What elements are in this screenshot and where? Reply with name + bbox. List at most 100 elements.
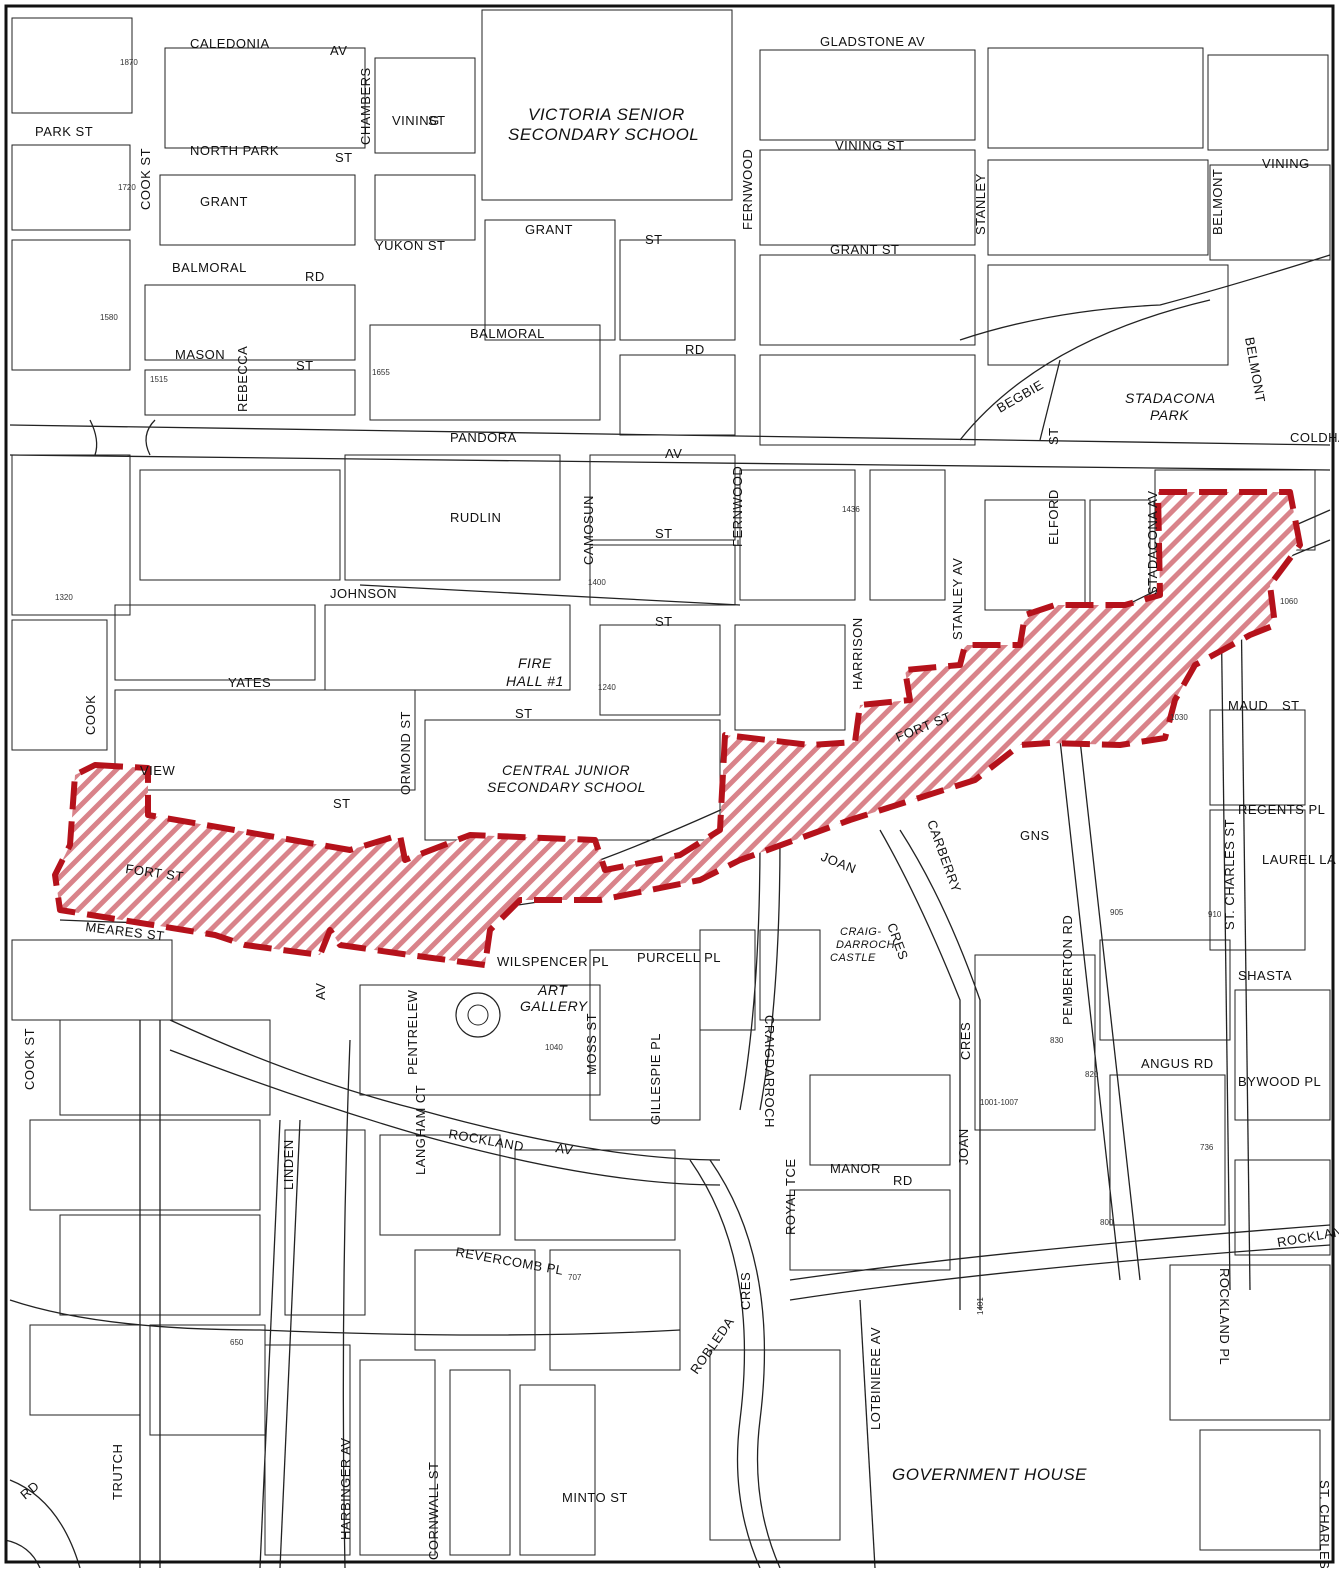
- landmark-label-central-junior-secondary: CENTRAL JUNIOR: [502, 762, 630, 778]
- street-label-cook-st-south: COOK ST: [22, 1028, 37, 1090]
- street-label-craigdarroch-rd: CRAIGDARROCH: [762, 1015, 777, 1128]
- street-label-elford-st: ELFORD: [1046, 489, 1061, 545]
- street-label-ormond-st: ORMOND ST: [398, 711, 413, 795]
- landmark-label-victoria-senior-secondary: VICTORIA SENIOR: [528, 105, 685, 124]
- street-label-begbie-st: ST: [1046, 427, 1061, 445]
- landmark-label-craigdarroch-castle: DARROCH: [836, 939, 895, 951]
- street-label-yukon-st: YUKON ST: [375, 238, 445, 253]
- street-label-trutch-st: TRUTCH: [110, 1444, 125, 1500]
- street-label-cook-st-mid: COOK: [83, 695, 98, 735]
- street-label-balmoral-rd-west: BALMORAL: [172, 260, 247, 275]
- street-label-langham-ct: LANGHAM CT: [413, 1085, 428, 1175]
- lot-number: 1436: [842, 505, 860, 514]
- lot-number: 736: [1200, 1143, 1214, 1152]
- street-label-stanley-av-north: STANLEY: [973, 173, 988, 235]
- street-label-grant-st-west: GRANT: [200, 194, 248, 209]
- street-label-grant-st-mid: GRANT: [525, 222, 573, 237]
- street-label-harrison-st: HARRISON: [850, 617, 865, 690]
- street-label-grant-st-mid: ST: [645, 232, 663, 247]
- street-label-johnson-st: JOHNSON: [330, 586, 397, 601]
- street-label-fernwood-rd-north: FERNWOOD: [740, 149, 755, 230]
- lot-number: 650: [230, 1338, 244, 1347]
- street-label-vining-st-west: VINING: [392, 113, 440, 128]
- street-label-carberry-gns: GNS: [1020, 828, 1050, 843]
- street-label-park-st: PARK ST: [35, 124, 93, 139]
- street-label-vining-st-mid: VINING ST: [835, 138, 905, 153]
- lot-number: 1040: [545, 1043, 563, 1052]
- street-label-balmoral-rd-mid: BALMORAL: [470, 326, 545, 341]
- lot-number: 1401: [976, 1297, 985, 1315]
- street-label-north-park-st: NORTH PARK: [190, 143, 279, 158]
- lot-number: 1240: [598, 683, 616, 692]
- street-label-vining-st-west: ST: [428, 113, 446, 128]
- street-label-maud-st: MAUD: [1228, 698, 1268, 713]
- street-label-laurel-la: LAUREL LA: [1262, 852, 1336, 867]
- street-label-manor-rd: MANOR: [830, 1161, 881, 1176]
- street-label-manor-rd: RD: [893, 1173, 913, 1188]
- street-label-cornwall-st: CORNWALL ST: [426, 1462, 441, 1560]
- landmark-label-fire-hall-1: FIRE: [518, 655, 552, 671]
- art-gallery-circle: [455, 992, 501, 1038]
- street-label-rockland-pl: ROCKLAND PL: [1217, 1268, 1232, 1365]
- street-label-cook-st-north: COOK ST: [138, 148, 153, 210]
- street-label-coldharbour: COLDHA: [1290, 430, 1339, 445]
- street-label-grant-st-east: GRANT ST: [830, 242, 900, 257]
- street-label-gillespie-pl: GILLESPIE PL: [648, 1033, 663, 1125]
- study-area-boundary: [52, 489, 1303, 968]
- street-label-balmoral-rd-west: RD: [305, 269, 325, 284]
- street-label-vining-east: VINING: [1262, 156, 1310, 171]
- street-label-pandora-av: AV: [665, 446, 682, 461]
- lot-number: 1655: [372, 368, 390, 377]
- street-label-linden-av: AV: [313, 983, 328, 1000]
- street-label-robleda-cres: CRES: [738, 1272, 753, 1310]
- street-label-stanley-av-mid: STANLEY AV: [950, 558, 965, 640]
- street-label-caledonia-av: CALEDONIA: [190, 36, 270, 51]
- street-label-linden-av: LINDEN: [281, 1139, 296, 1190]
- lot-number: 830: [1050, 1036, 1064, 1045]
- street-label-stadacona-av: STADACONA AV: [1145, 491, 1160, 596]
- lot-number: 905: [1110, 908, 1124, 917]
- street-label-johnson-st: ST: [655, 614, 673, 629]
- street-label-rockland-av: AV: [554, 1140, 574, 1158]
- street-label-chambers-st: CHAMBERS: [358, 67, 373, 145]
- street-label-rudlin-st: ST: [655, 526, 673, 541]
- lot-number: 820: [1085, 1070, 1099, 1079]
- street-label-minto-st: MINTO ST: [562, 1490, 628, 1505]
- street-label-lotbiniere-av: LOTBINIERE AV: [868, 1327, 883, 1430]
- lot-number: 707: [568, 1273, 582, 1282]
- street-label-yates-st: YATES: [228, 675, 271, 690]
- street-label-mason-st: ST: [296, 358, 314, 373]
- street-label-maud-st: ST: [1282, 698, 1300, 713]
- street-label-belmont-north: BELMONT: [1210, 169, 1225, 235]
- street-label-st-charles-st: ST. CHARLES ST: [1222, 819, 1237, 930]
- lot-number: 1580: [100, 313, 118, 322]
- street-label-view-st: VIEW: [140, 763, 175, 778]
- street-label-royal-tce: ROYAL TCE: [783, 1158, 798, 1235]
- lot-number: 1870: [120, 58, 138, 67]
- street-label-view-st: ST: [333, 796, 351, 811]
- street-label-pentrelew-pl: PENTRELEW: [405, 989, 420, 1075]
- lot-number: 1320: [55, 593, 73, 602]
- street-label-pandora-av: PANDORA: [450, 430, 517, 445]
- map-frame: [4, 4, 1335, 1564]
- lot-numbers: 1870172015801515165514361400132012401001…: [55, 58, 1298, 1347]
- landmark-labels: VICTORIA SENIOR SECONDARY SCHOOL STADACONA…: [487, 105, 1216, 1484]
- street-label-joan-cres-south: CRES: [958, 1022, 973, 1060]
- landmark-label-stadacona-park: STADACONA: [1125, 390, 1216, 406]
- landmark-label-central-junior-secondary: SECONDARY SCHOOL: [487, 779, 646, 795]
- street-label-bywood-pl: BYWOOD PL: [1238, 1074, 1321, 1089]
- landmark-label-government-house: GOVERNMENT HOUSE: [892, 1465, 1087, 1484]
- street-label-moss-st: MOSS ST: [584, 1013, 599, 1075]
- street-label-mason-st: MASON: [175, 347, 225, 362]
- street-label-rudlin-st: RUDLIN: [450, 510, 501, 525]
- street-label-pemberton-rd: PEMBERTON RD: [1060, 915, 1075, 1025]
- street-label-shasta-pl: SHASTA: [1238, 968, 1292, 983]
- lot-number: 1001-1007: [980, 1098, 1019, 1107]
- street-label-fernwood-rd-mid: FERNWOOD: [730, 466, 745, 547]
- street-label-joan-cres-south: JOAN: [956, 1128, 971, 1165]
- street-label-harbinger-av: HARBINGER AV: [338, 1437, 353, 1540]
- landmark-label-art-gallery: GALLERY: [520, 998, 589, 1014]
